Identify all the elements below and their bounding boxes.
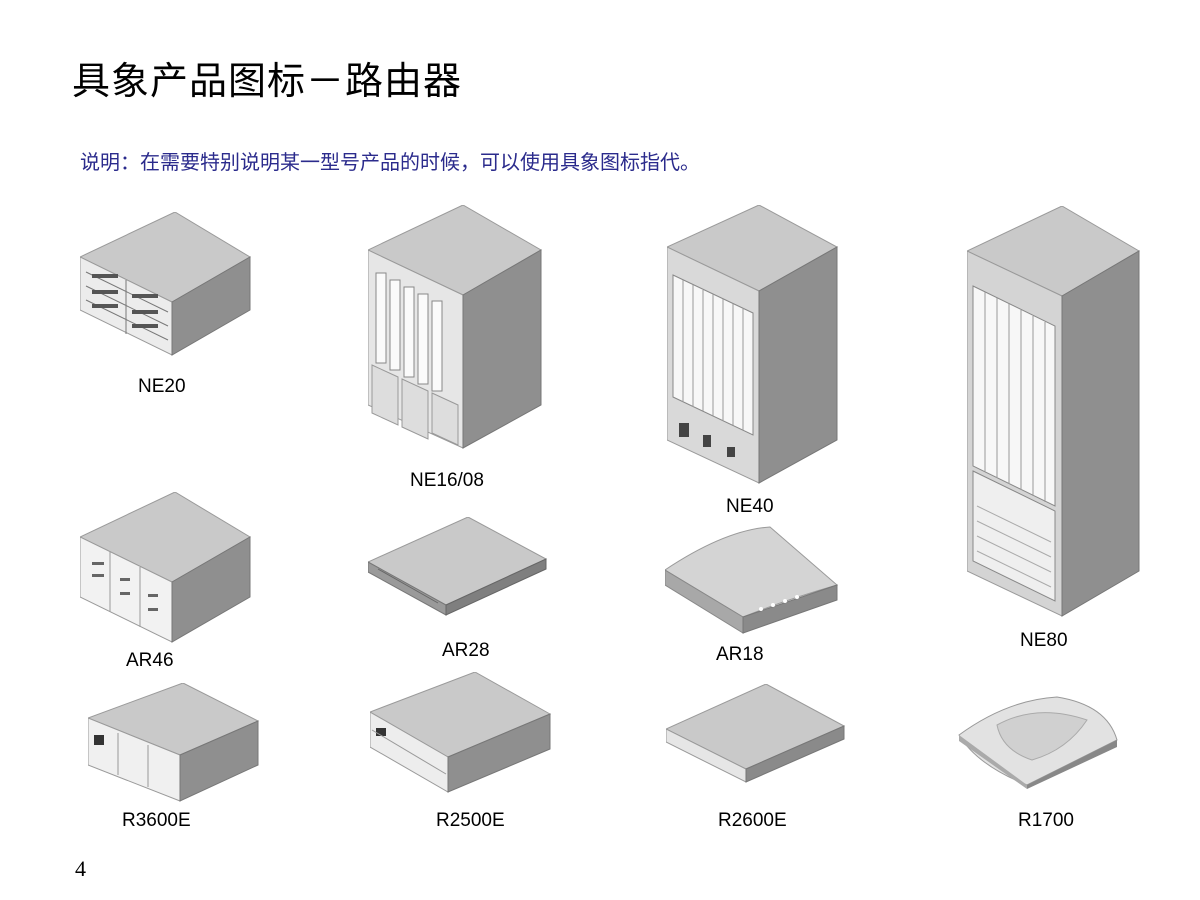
ne40-label: NE40 — [726, 496, 774, 517]
ar18-router-icon — [665, 525, 840, 635]
ar28-router-icon — [368, 517, 548, 617]
r2500e-label: R2500E — [436, 810, 505, 831]
r1700-router-icon — [957, 695, 1122, 790]
ar28-label: AR28 — [442, 640, 490, 661]
ne16-router-icon — [368, 205, 543, 450]
r3600e-router-icon — [88, 683, 260, 803]
ar18-label: AR18 — [716, 644, 764, 665]
ar46-router-icon — [80, 492, 252, 644]
ne20-label: NE20 — [138, 376, 186, 397]
ne80-router-icon — [967, 206, 1142, 618]
r2600e-label: R2600E — [718, 810, 787, 831]
page-number: 4 — [75, 856, 86, 881]
ne40-router-icon — [667, 205, 839, 485]
ar46-label: AR46 — [126, 650, 174, 671]
r2500e-router-icon — [370, 672, 552, 794]
r3600e-label: R3600E — [122, 810, 191, 831]
r1700-label: R1700 — [1018, 810, 1074, 831]
r2600e-router-icon — [666, 684, 846, 784]
page-description: 说明：在需要特别说明某一型号产品的时候，可以使用具象图标指代。 — [80, 150, 700, 174]
ne20-router-icon — [80, 212, 252, 357]
ne80-label: NE80 — [1020, 630, 1068, 651]
ne16-label: NE16/08 — [410, 470, 484, 491]
page-title: 具象产品图标－路由器 — [72, 59, 463, 103]
